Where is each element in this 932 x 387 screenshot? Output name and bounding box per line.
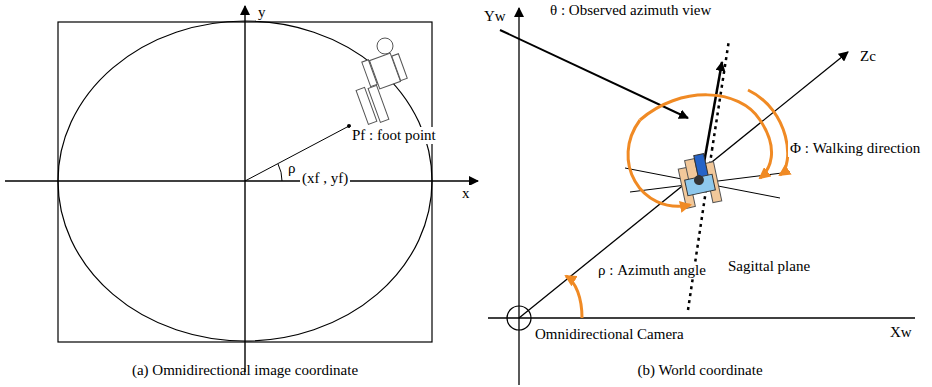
point-label: Pf : foot point [350, 127, 438, 144]
angle-label: Φ : Walking direction [788, 140, 922, 157]
axis-label: y [256, 4, 268, 21]
camera-label: Omnidirectional Camera [533, 326, 686, 343]
axis-label: x [460, 185, 472, 202]
angle-label: ρ : Azimuth angle [596, 262, 708, 279]
axis-label: Xw [888, 324, 914, 341]
angle-label: θ : Observed azimuth view [548, 2, 713, 19]
axis-label: Zc [858, 48, 878, 65]
axis-label: Yw [482, 8, 508, 25]
plane-label: Sagittal plane [726, 258, 812, 275]
coordinate-label: (xf , yf) [300, 170, 350, 187]
caption: (a) Omnidirectional image coordinate [132, 362, 358, 379]
angle-symbol: ρ [286, 160, 298, 177]
caption: (b) World coordinate [637, 362, 762, 379]
